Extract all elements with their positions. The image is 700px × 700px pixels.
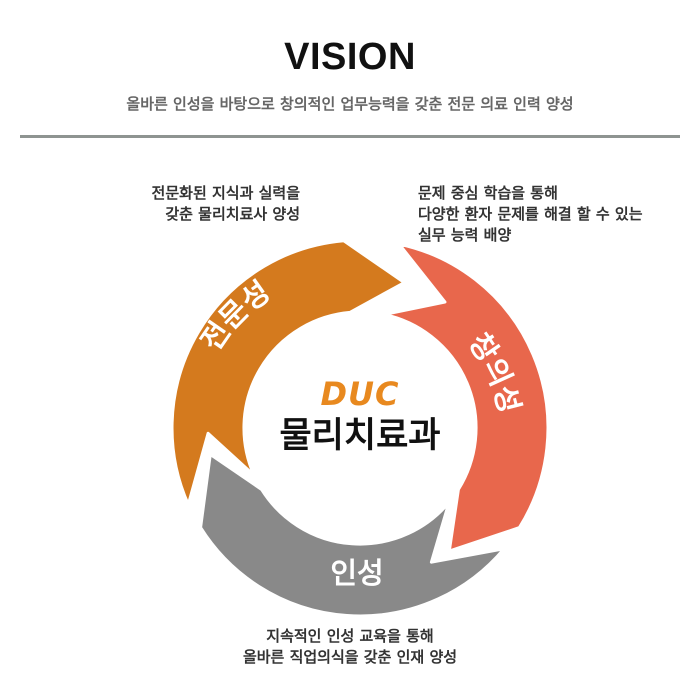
creativity-description: 문제 중심 학습을 통해 다양한 환자 문제를 해결 할 수 있는 실무 능력 … (418, 183, 688, 246)
expertise-description: 전문화된 지식과 실력을 갖춘 물리치료사 양성 (100, 183, 300, 225)
character-label: 인성 (330, 556, 383, 590)
creativity-description-line: 다양한 환자 문제를 해결 할 수 있는 (418, 205, 643, 223)
expertise-description-line: 갖춘 물리치료사 양성 (165, 205, 300, 223)
divider (20, 135, 680, 138)
department-name: 물리치료과 (279, 416, 440, 456)
creativity-segment (382, 242, 550, 553)
expertise-segment (170, 239, 406, 506)
character-description: 지속적인 인성 교육을 통해 올바른 직업의식을 갖춘 인재 양성 (150, 626, 550, 668)
character-segment (199, 452, 506, 618)
character-description-line: 올바른 직업의식을 갖춘 인재 양성 (242, 648, 458, 666)
expertise-description-line: 전문화된 지식과 실력을 (151, 184, 300, 202)
vision-statement: 올바른 인성을 바탕으로 창의적인 업무능력을 갖춘 전문 의료 인력 양성 (126, 95, 574, 113)
creativity-description-line: 문제 중심 학습을 통해 (418, 184, 558, 202)
character-description-line: 지속적인 인성 교육을 통해 (266, 627, 434, 645)
page-title: VISION (284, 36, 416, 78)
creativity-description-line: 실무 능력 배양 (418, 226, 512, 244)
brand-logo: DUC (320, 375, 399, 413)
